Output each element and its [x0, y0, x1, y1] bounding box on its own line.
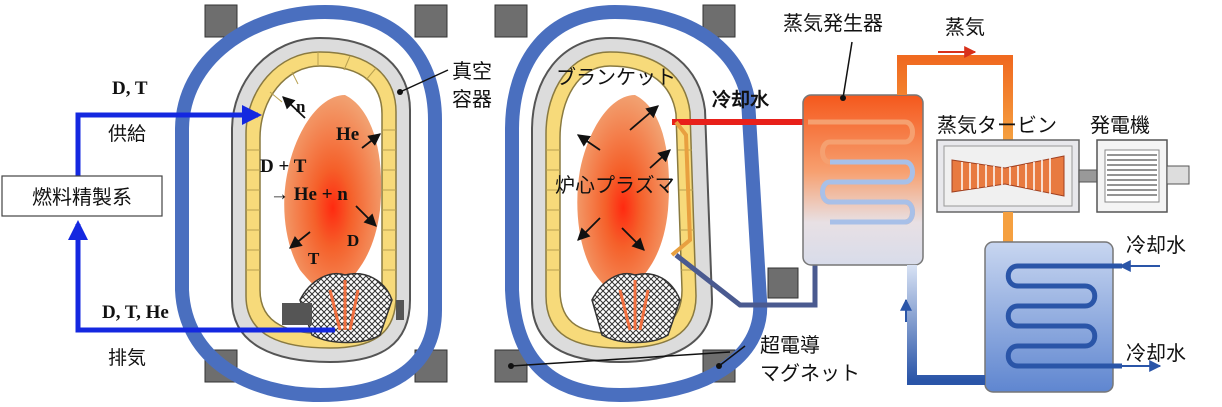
vacuum-vessel-label-2: 容器 [452, 87, 492, 111]
supply-gas-label: D, T [112, 78, 148, 99]
magnet-square [204, 4, 238, 38]
coolant-out-label: 冷却水 [1126, 341, 1186, 365]
coolant-in-label: 冷却水 [1126, 233, 1186, 257]
steam-generator-label: 蒸気発生器 [783, 11, 883, 35]
fuel-loop [68, 105, 335, 333]
blanket-label: ブランケット [556, 65, 676, 89]
fuel-system-label: 燃料精製系 [32, 185, 132, 209]
label-d-plus-t: D + T [260, 156, 307, 177]
left-reactor: n He D + T → He + n T D [175, 4, 448, 403]
steam-turbine-label: 蒸気タービン [937, 113, 1057, 137]
exhaust-label: 排気 [108, 347, 146, 369]
generator-label: 発電機 [1090, 113, 1150, 137]
right-reactor: ブランケット 炉心プラズマ [494, 4, 799, 403]
magnet-square [494, 4, 528, 38]
label-d: D [347, 231, 359, 250]
steam-pipe [897, 55, 1013, 140]
magnet-label-1: 超電導 [760, 333, 820, 357]
magnet-square [414, 4, 448, 38]
fuel-system-box [1, 175, 163, 217]
steam-generator [802, 41, 924, 266]
plasma [577, 95, 670, 300]
label-t: T [308, 249, 320, 268]
feedwater-pipe [907, 265, 985, 385]
magnet-square [767, 267, 799, 299]
magnet-coil [505, 4, 768, 403]
coolant-label-bold: 冷却水 [712, 88, 770, 111]
steam-turbine [936, 139, 1080, 213]
hot-coolant-pipe-inside [670, 120, 693, 257]
label-n: n [296, 97, 306, 116]
label-he: He [336, 124, 359, 145]
condenser [984, 241, 1122, 393]
label-he-plus-n: → He + n [270, 184, 348, 205]
vacuum-vessel-label-1: 真空 [452, 59, 492, 83]
magnet-coil [175, 4, 442, 403]
supply-label: 供給 [108, 123, 146, 145]
core-plasma-label: 炉心プラズマ [555, 173, 675, 197]
magnet-label-2: マグネット [760, 361, 860, 385]
steam-label: 蒸気 [945, 15, 985, 39]
exhaust-gas-label: D, T, He [102, 302, 169, 323]
generator [1096, 139, 1190, 213]
plasma [284, 95, 382, 300]
